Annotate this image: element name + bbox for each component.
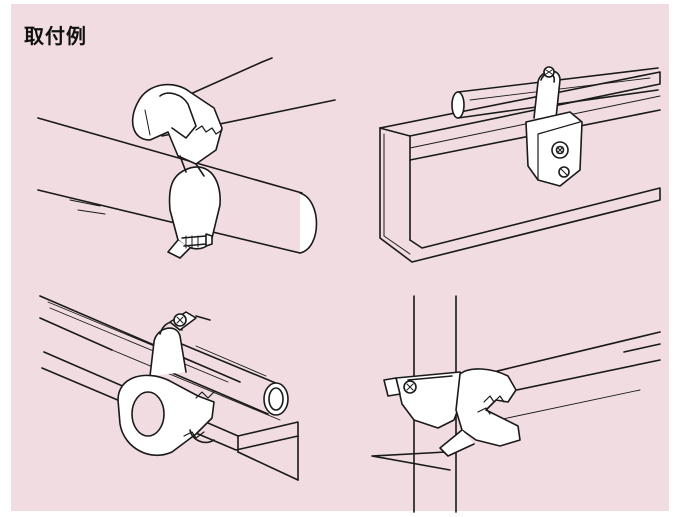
example-channel-pipe xyxy=(379,66,661,263)
example-pipe-to-pipe xyxy=(37,57,336,259)
example-vertical-pipe xyxy=(371,295,661,513)
page-title: 取付例 xyxy=(24,24,87,48)
example-angle-pipe xyxy=(39,295,299,481)
